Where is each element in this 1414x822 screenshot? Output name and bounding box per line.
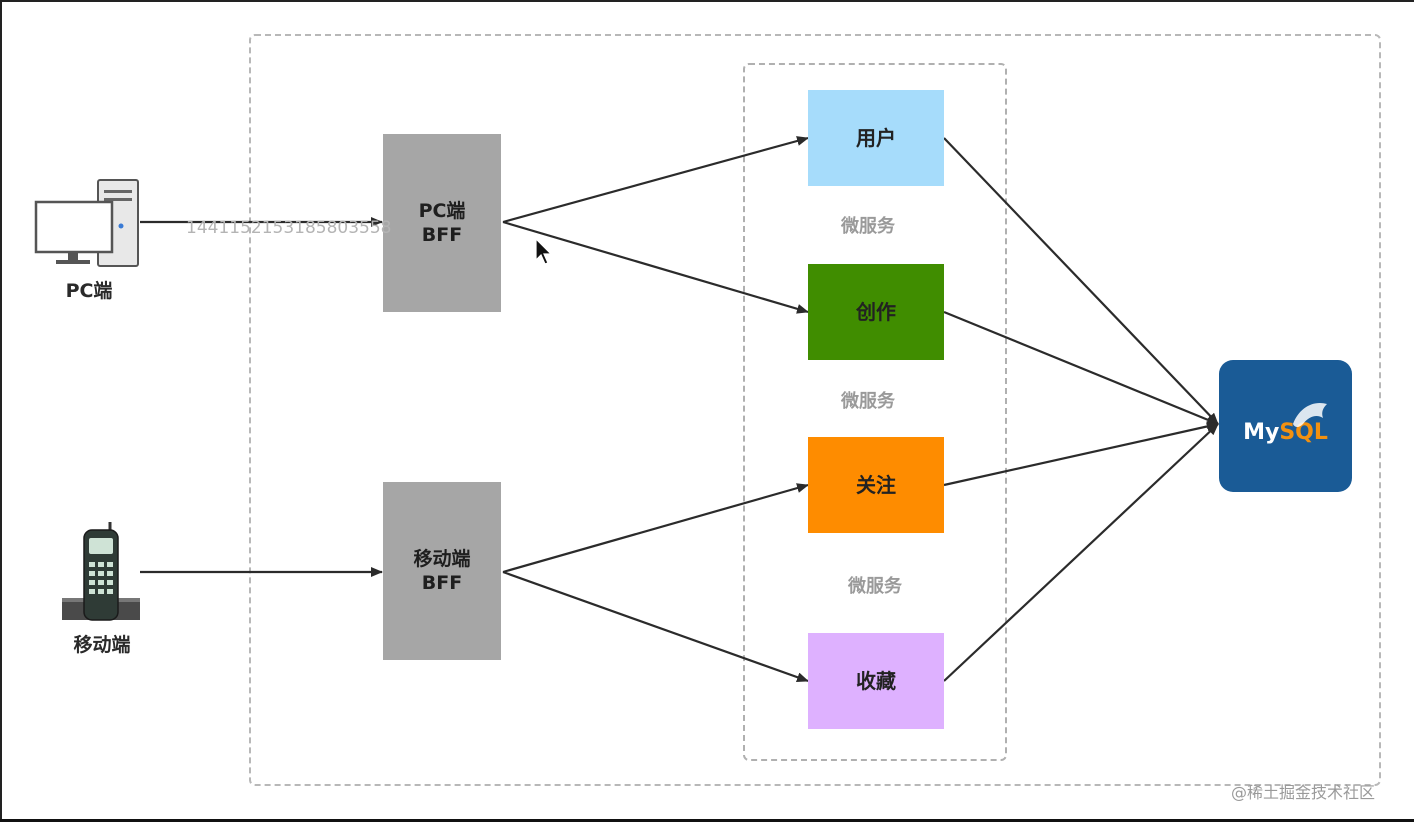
mobile-bff-node: 移动端 BFF [383, 482, 501, 660]
edge-mobile-bff-to-follow [502, 483, 809, 574]
edge-mobile-bff-to-favorite [502, 570, 809, 683]
pc-bff-node: PC端 BFF [383, 134, 501, 312]
microservice-label: 微服务 [841, 216, 895, 237]
dolphin-icon [1293, 402, 1327, 427]
service-follow-node: 关注 [808, 437, 944, 533]
watermark-text: @稀土掘金技术社区 [1231, 783, 1376, 802]
service-create-node: 创作 [808, 264, 944, 360]
edge-pc-bff-to-create [502, 220, 809, 314]
edge-follow-to-mysql [943, 421, 1219, 487]
system-boundary [249, 34, 1381, 786]
desktop-computer-icon [34, 179, 139, 267]
mouse-cursor-icon [535, 238, 553, 265]
service-user-node: 用户 [808, 90, 944, 186]
edge-favorite-to-mysql [943, 423, 1219, 682]
overlay-id-text: 1441152153185803558 [186, 218, 392, 238]
microservice-label: 微服务 [841, 391, 895, 412]
edge-pc-bff-to-user [502, 136, 809, 224]
mysql-database-node: MySQL [1219, 360, 1352, 492]
window-border-top [0, 0, 1414, 2]
window-border-bottom [0, 819, 1414, 822]
edge-create-to-mysql [943, 310, 1219, 426]
pc-client-label: PC端 [65, 280, 113, 302]
mobile-phone-icon [62, 522, 140, 621]
microservice-boundary [743, 63, 1007, 761]
edge-user-to-mysql [943, 137, 1219, 425]
mobile-client-label: 移动端 [73, 634, 131, 656]
window-border-left [0, 0, 2, 822]
mysql-logo-text: MySQL [1243, 419, 1328, 445]
service-favorite-node: 收藏 [808, 633, 944, 729]
microservice-label: 微服务 [848, 576, 902, 597]
